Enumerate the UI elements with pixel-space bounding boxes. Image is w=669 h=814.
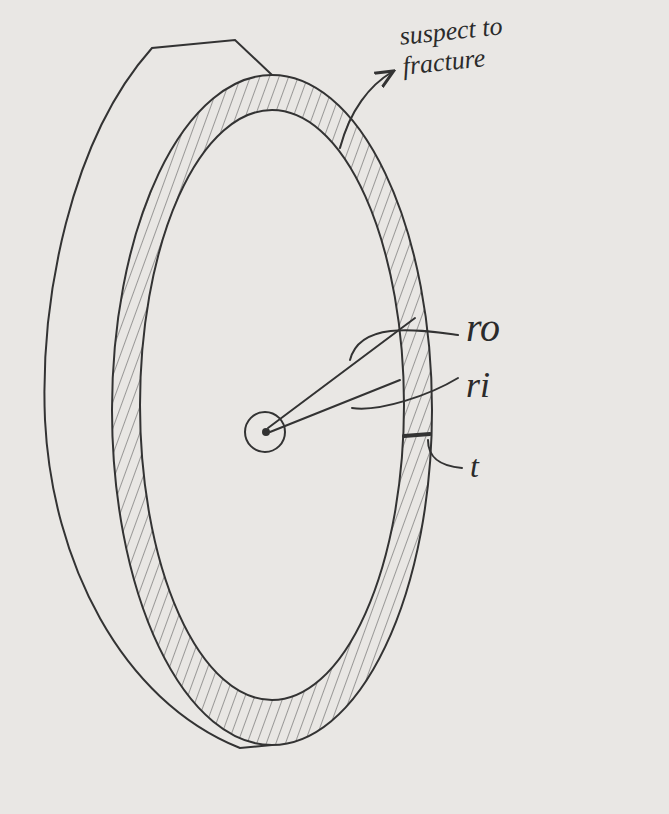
inner-edge xyxy=(140,110,404,700)
outer-radius-label: ro xyxy=(466,305,526,351)
thickness-label: t xyxy=(470,448,510,485)
inner-radius-label: ri xyxy=(466,365,526,406)
outer-radius-line xyxy=(268,318,415,428)
hub xyxy=(245,412,285,452)
thickness-mark xyxy=(404,434,430,436)
outer-edge xyxy=(112,75,432,745)
fracture-note: suspect to fracture xyxy=(398,5,563,81)
fracture-arrow xyxy=(340,72,392,148)
hub-dot xyxy=(263,429,269,435)
ring-face xyxy=(112,75,432,745)
t-leader xyxy=(428,440,462,468)
ro-leader xyxy=(350,330,458,360)
ri-leader xyxy=(352,378,458,409)
